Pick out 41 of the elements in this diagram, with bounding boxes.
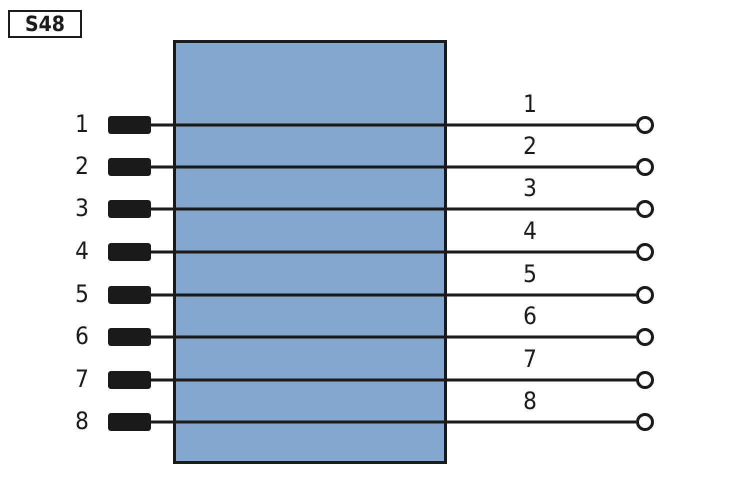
wire-line [151,336,636,338]
pin-number: 1 [74,112,90,136]
edge-label: 8 [522,389,538,413]
edge-label: 4 [522,219,538,243]
terminal-circle [636,200,654,218]
pin-number: 2 [74,154,90,178]
wire-line [151,378,636,382]
connector-pin [108,328,151,346]
pin-number: 6 [74,324,90,348]
terminal-circle [636,116,654,134]
wire-line [151,124,636,126]
edge-label: 3 [522,176,538,200]
wire-line [151,166,636,168]
terminal-circle [636,158,654,176]
connector-pin [108,371,151,389]
pin-number: 5 [74,282,90,306]
edge-label: 7 [522,347,538,371]
pin-number: 7 [74,367,90,391]
code-tag: S48 [8,10,82,38]
connector-pin [108,200,151,218]
pin-number: 8 [74,409,90,433]
terminal-circle [636,286,654,304]
edge-label: 5 [522,262,538,286]
terminal-circle [636,413,654,431]
connector-pin [108,413,151,431]
wire-line [151,208,636,210]
terminal-circle [636,243,654,261]
wire-line [151,294,636,296]
pin-number: 3 [74,196,90,220]
edge-label: 1 [522,92,538,116]
terminal-circle [636,328,654,346]
connector-pin [108,116,151,134]
wire-line [151,420,636,424]
edge-label: 6 [522,304,538,328]
connector-pin [108,243,151,261]
pin-number: 4 [74,239,90,263]
terminal-circle [636,371,654,389]
connector-pin [108,158,151,176]
edge-label: 2 [522,134,538,158]
connector-pin [108,286,151,304]
wire-line [151,250,636,254]
